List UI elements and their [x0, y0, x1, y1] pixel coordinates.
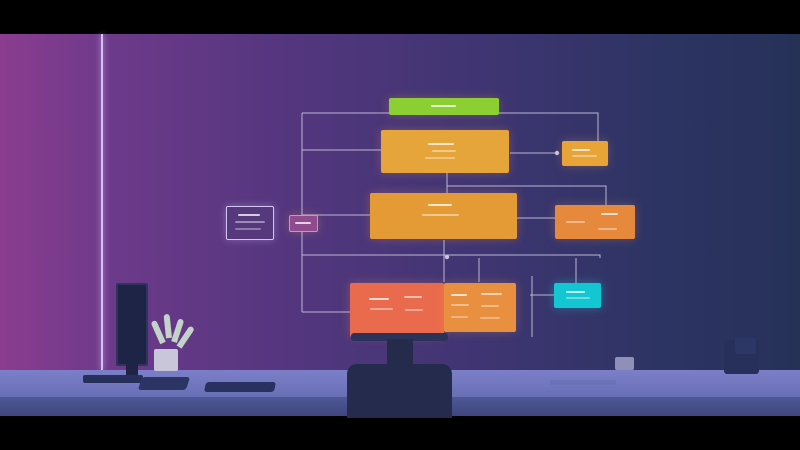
chair-icon [347, 364, 452, 418]
desk-highlight [550, 380, 616, 385]
lower-connectors [443, 240, 577, 337]
monitor-icon [116, 283, 148, 366]
bottom-mid-node [444, 283, 516, 332]
middle-node [370, 193, 517, 239]
connector-node-middle [444, 254, 450, 260]
monitor-base [83, 375, 143, 383]
desk-small-item [615, 357, 634, 370]
main-node [381, 130, 509, 173]
keyboard-icon [137, 377, 191, 390]
mousepad [203, 382, 277, 392]
top-node [389, 98, 499, 115]
right-middle-node [555, 205, 635, 239]
left-small-node [289, 215, 318, 232]
cyan-node [554, 283, 601, 308]
monitor-stand [126, 360, 138, 376]
desk-device-top [735, 338, 756, 354]
left-card [226, 206, 274, 240]
plant-icon [154, 349, 178, 371]
middle-link-lines [446, 172, 607, 205]
right-upper-node [562, 141, 608, 166]
top-branch-lines [302, 112, 599, 141]
connector-node-right [554, 150, 560, 156]
bottom-left-node [350, 283, 444, 337]
left-main-trunk [301, 113, 601, 258]
chair-top [351, 333, 448, 341]
main-node-lines [302, 149, 557, 154]
chair-post [387, 339, 413, 365]
vertical-light-line [101, 34, 103, 370]
